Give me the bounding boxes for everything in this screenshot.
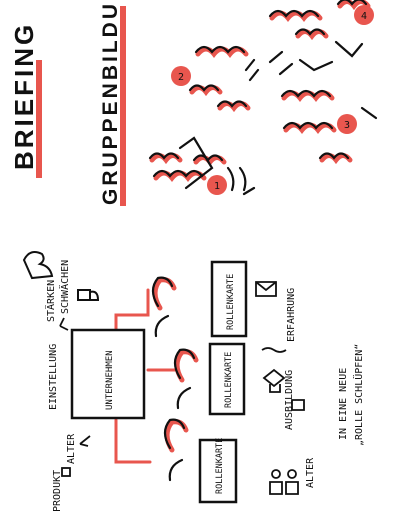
- tools-icon: [291, 399, 305, 411]
- staerken-label: STÄRKEN: [44, 280, 57, 322]
- badge-circle: [207, 175, 227, 195]
- badge-number: 4: [361, 11, 367, 22]
- person-icon: [173, 348, 199, 410]
- input-staerken-schwaechen: STÄRKEN SCHWÄCHEN: [22, 251, 100, 322]
- role-card-2: ROLLENKARTE: [173, 342, 246, 416]
- erfahrung-label: ERFAHRUNG: [286, 288, 297, 342]
- connectors: [114, 288, 178, 464]
- role-card-frame: [208, 342, 246, 416]
- envelope-icon: [255, 281, 277, 297]
- group-cluster-1: [148, 136, 256, 196]
- role-card-1: ROLLENKARTE: [163, 418, 238, 504]
- connector-bottom: [114, 418, 152, 464]
- badge-number: 2: [178, 72, 184, 83]
- muscle-arm-icon: [22, 251, 54, 280]
- badge-number: 1: [214, 181, 220, 192]
- scribble-icon: [261, 347, 287, 353]
- title-briefing: BRIEFING: [9, 22, 42, 178]
- center-box-frame: [70, 328, 146, 420]
- note-line-1: IN EINE NEUE: [338, 368, 349, 440]
- title-gruppenbildung-text: GRUPPENBILDUNG: [99, 0, 122, 205]
- attribute-erfahrung: ERFAHRUNG: [255, 281, 297, 342]
- role-card-3: ROLLENKARTE: [151, 260, 248, 338]
- produkt-label: PRODUKT: [52, 470, 63, 512]
- role-card-frame: [210, 260, 248, 338]
- attribute-ausbildung: AUSBILDUNG: [261, 347, 305, 430]
- person-icon: [163, 418, 189, 482]
- group-badge-4: 4: [354, 5, 374, 25]
- badge-circle: [337, 114, 357, 134]
- title-briefing-text: BRIEFING: [9, 22, 39, 170]
- einstellung-label: EINSTELLUNG: [48, 344, 59, 410]
- role-card-frame: [198, 438, 238, 504]
- schwaechen-label: SCHWÄCHEN: [58, 260, 71, 314]
- alter-label: ALTER: [305, 457, 316, 488]
- group-badge-1: 1: [207, 175, 227, 195]
- note-line-2: „ROLLE SCHLÜPFEN“: [352, 344, 365, 446]
- title-gruppenbildung: GRUPPENBILDUNG: [99, 0, 126, 206]
- title-gruppenbildung-underline: [120, 6, 126, 206]
- input-alter-produkt: ALTER PRODUKT: [52, 433, 91, 512]
- role-card-label: ROLLENKARTE: [226, 274, 236, 330]
- note-rolle-schluepfen: IN EINE NEUE „ROLLE SCHLÜPFEN“: [338, 344, 365, 446]
- arrow-icon: [59, 317, 69, 331]
- role-card-label: ROLLENKARTE: [224, 352, 234, 408]
- group-cluster-2: [188, 45, 260, 113]
- badge-circle: [354, 5, 374, 25]
- role-card-label: ROLLENKARTE: [215, 438, 225, 494]
- alter-top-label: ALTER: [66, 433, 77, 464]
- connector-top: [114, 288, 150, 332]
- center-box-label: UNTERNEHMEN: [105, 350, 115, 410]
- arrow-icon: [79, 435, 91, 447]
- graduation-cap-icon: [262, 368, 286, 393]
- badge-circle: [171, 66, 191, 86]
- product-box-icon: [61, 467, 71, 477]
- group-badge-2: 2: [171, 66, 191, 86]
- persons-icon: [269, 469, 299, 495]
- center-box: UNTERNEHMEN: [70, 328, 146, 420]
- group-badge-3: 3: [337, 114, 357, 134]
- person-icon: [151, 276, 177, 338]
- ausbildung-label: AUSBILDUNG: [284, 370, 295, 430]
- title-briefing-underline: [36, 60, 42, 178]
- thumbs-down-icon: [77, 289, 100, 301]
- group-cluster-3: [268, 50, 378, 165]
- attribute-alter: ALTER: [269, 457, 316, 495]
- input-einstellung: EINSTELLUNG: [48, 317, 69, 410]
- group-cluster-4: [268, 0, 371, 72]
- badge-number: 3: [344, 120, 350, 131]
